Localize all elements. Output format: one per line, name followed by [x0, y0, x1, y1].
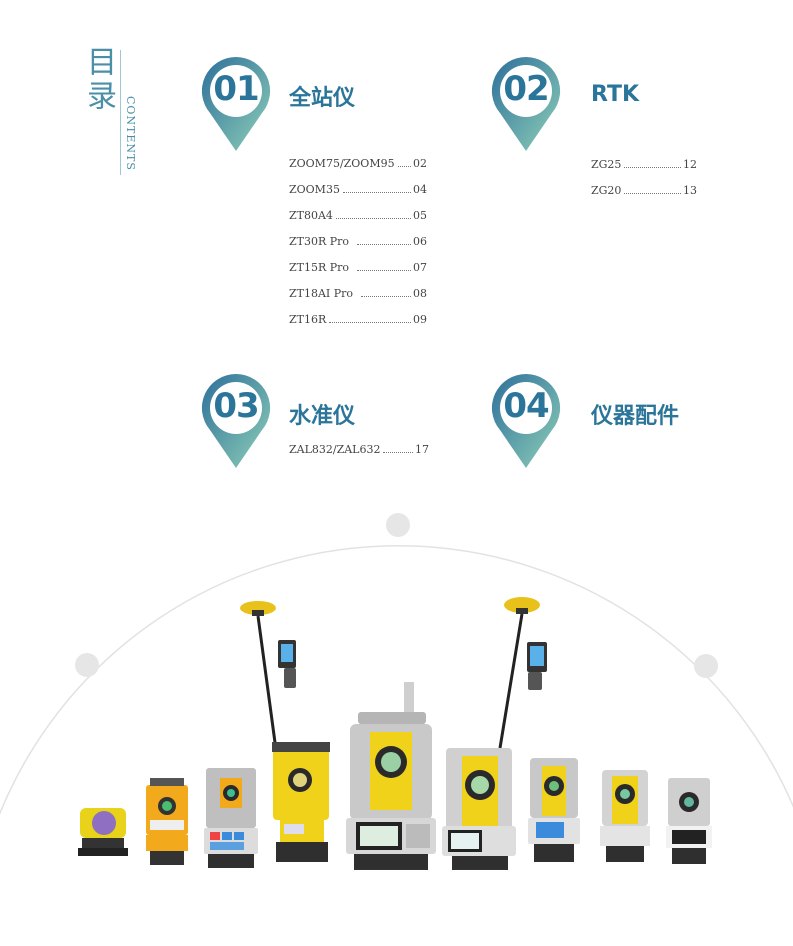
toc-item[interactable]: ZAL832/ZAL632 17 — [289, 430, 429, 456]
toc-item-page: 04 — [413, 183, 427, 196]
toc-item-page: 09 — [413, 313, 427, 326]
leader-dots — [357, 270, 411, 271]
toc-item-name: ZOOM35 — [289, 183, 340, 196]
section-02-pin: 02 — [490, 55, 562, 153]
leader-dots — [335, 218, 411, 219]
leader-dots — [383, 452, 413, 453]
section-title: 水准仪 — [289, 404, 356, 429]
section-title: 全站仪 — [289, 86, 356, 111]
toc-item[interactable]: ZOOM75/ZOOM95 02 — [289, 144, 427, 170]
toc-item-page: 12 — [683, 158, 697, 171]
toc-item-name: ZAL832/ZAL632 — [289, 443, 381, 456]
section-title: 仪器配件 — [591, 404, 680, 429]
toc-item-name: ZT15R Pro — [289, 261, 350, 274]
contents-title-cn: 目录 — [81, 46, 116, 114]
map-pin-icon — [491, 56, 561, 152]
toc-item[interactable]: ZG25 12 — [591, 145, 697, 171]
leader-dots — [329, 322, 411, 323]
section-number: 01 — [213, 69, 259, 109]
toc-item-page: 13 — [683, 184, 697, 197]
toc-item[interactable]: ZT18AI Pro 08 — [289, 274, 427, 300]
section-number: 04 — [503, 386, 549, 426]
toc-item-name: ZT30R Pro — [289, 235, 350, 248]
toc-item[interactable]: ZG20 13 — [591, 171, 697, 197]
contents-title-en: CONTENTS — [124, 96, 137, 171]
toc-item-name: ZT18AI Pro — [289, 287, 354, 300]
leader-dots — [342, 192, 411, 193]
section-03-pin: 03 — [200, 372, 272, 470]
toc-item-page: 08 — [413, 287, 427, 300]
leader-dots — [357, 244, 411, 245]
section-title: RTK — [591, 82, 640, 107]
toc-list-total-station: ZOOM75/ZOOM95 02 ZOOM35 04 ZT80A4 05 ZT30R … — [289, 144, 427, 326]
section-04-pin: 04 — [490, 372, 562, 470]
toc-item[interactable]: ZT15R Pro 07 — [289, 248, 427, 274]
leader-dots — [361, 296, 411, 297]
section-number: 03 — [213, 386, 259, 426]
toc-item-name: ZT80A4 — [289, 209, 333, 222]
toc-item-page: 06 — [413, 235, 427, 248]
product-lineup-illustration — [0, 480, 793, 946]
toc-item[interactable]: ZT30R Pro 06 — [289, 222, 427, 248]
title-divider — [120, 50, 121, 175]
toc-item-name: ZT16R — [289, 313, 327, 326]
toc-list-level: ZAL832/ZAL632 17 — [289, 430, 429, 456]
toc-item-page: 17 — [415, 443, 429, 456]
toc-item-name: ZG20 — [591, 184, 622, 197]
map-pin-icon — [201, 373, 271, 468]
leader-dots — [624, 193, 681, 194]
toc-item-page: 02 — [413, 157, 427, 170]
toc-item[interactable]: ZOOM35 04 — [289, 170, 427, 196]
toc-item[interactable]: ZT16R 09 — [289, 300, 427, 326]
map-pin-icon — [201, 56, 271, 152]
instruments-graphic — [0, 513, 793, 946]
toc-list-rtk: ZG25 12 ZG20 13 — [591, 145, 697, 197]
leader-dots — [624, 167, 681, 168]
toc-item-name: ZG25 — [591, 158, 622, 171]
level-instrument — [78, 808, 128, 856]
section-number: 02 — [503, 69, 549, 109]
map-pin-icon — [491, 373, 561, 468]
toc-item[interactable]: ZT80A4 05 — [289, 196, 427, 222]
section-01-pin: 01 — [200, 55, 272, 153]
toc-item-page: 07 — [413, 261, 427, 274]
leader-dots — [397, 166, 411, 167]
toc-item-page: 05 — [413, 209, 427, 222]
toc-item-name: ZOOM75/ZOOM95 — [289, 157, 395, 170]
